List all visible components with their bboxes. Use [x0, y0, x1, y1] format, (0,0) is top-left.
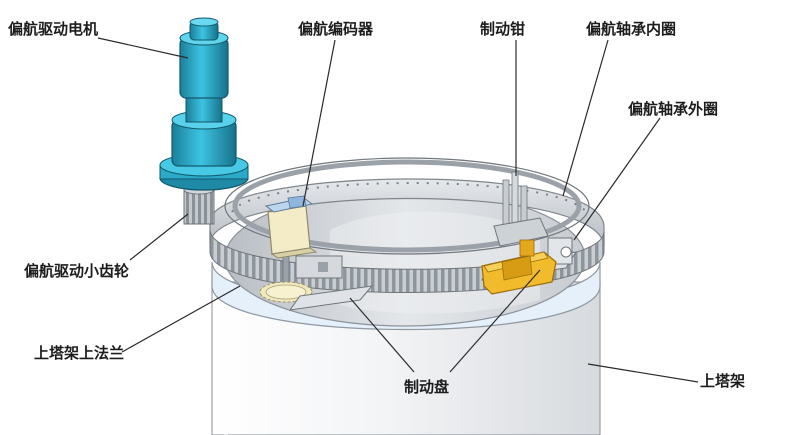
- yaw-encoder: [259, 195, 343, 303]
- brake-caliper: [481, 171, 573, 295]
- label-brake-disc: 制动盘: [404, 378, 450, 396]
- label-yaw-drive-motor: 偏航驱动电机: [8, 20, 99, 38]
- label-tower-top-flange: 上塔架上法兰: [34, 344, 125, 362]
- label-yaw-encoder: 偏航编码器: [298, 20, 374, 38]
- label-yaw-bearing-inner-ring: 偏航轴承内圈: [586, 20, 677, 38]
- label-upper-tower: 上塔架: [700, 372, 746, 390]
- yaw-drive-pinion: [183, 185, 215, 225]
- label-yaw-drive-pinion: 偏航驱动小齿轮: [24, 262, 130, 280]
- yaw-drive-motor: [159, 17, 249, 191]
- label-yaw-bearing-outer-ring: 偏航轴承外圈: [628, 100, 719, 118]
- label-brake-caliper: 制动钳: [480, 20, 526, 38]
- leader-lines: [97, 37, 699, 383]
